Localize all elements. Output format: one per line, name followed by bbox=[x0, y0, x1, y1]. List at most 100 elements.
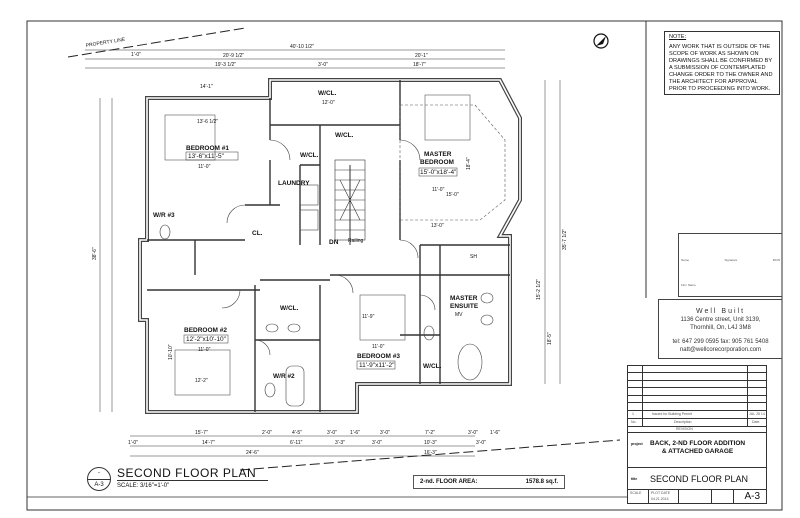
svg-text:PROPERTY LINE: PROPERTY LINE bbox=[85, 37, 126, 49]
plot-date-label: PLOT DATE bbox=[651, 491, 671, 495]
svg-text:11'-0": 11'-0" bbox=[198, 347, 211, 353]
svg-text:1'-6": 1'-6" bbox=[350, 430, 360, 436]
svg-text:DN: DN bbox=[329, 239, 339, 246]
room-labels: BEDROOM #1 13'-6"x11'-5" 11'-0" MASTER B… bbox=[153, 90, 479, 380]
svg-text:ENSUITE: ENSUITE bbox=[450, 303, 479, 310]
svg-text:W/CL.: W/CL. bbox=[280, 305, 299, 312]
svg-text:19'-3 1/2": 19'-3 1/2" bbox=[215, 62, 236, 68]
svg-text:11'-9": 11'-9" bbox=[362, 314, 375, 320]
project-line-2: & ATTACHED GARAGE bbox=[661, 448, 734, 455]
plan-scale: SCALE: 3/16"=1'-0" bbox=[117, 483, 170, 489]
plan-title: SECOND FLOOR PLAN bbox=[117, 466, 269, 481]
svg-text:3'-0": 3'-0" bbox=[327, 430, 337, 436]
svg-text:18'-7": 18'-7" bbox=[413, 62, 426, 68]
exterior-walls bbox=[138, 78, 522, 414]
svg-text:18'-4": 18'-4" bbox=[466, 157, 472, 170]
project-label: project bbox=[631, 442, 643, 446]
svg-text:18'-5": 18'-5" bbox=[547, 332, 553, 345]
north-arrow-icon bbox=[593, 33, 609, 49]
cert-signature-label: Signature bbox=[724, 258, 738, 262]
svg-text:11'-0": 11'-0" bbox=[372, 344, 385, 350]
svg-text:15'-0"x18'-4": 15'-0"x18'-4" bbox=[420, 169, 457, 176]
svg-text:11'-0": 11'-0" bbox=[198, 164, 211, 170]
svg-text:6'-11": 6'-11" bbox=[290, 440, 303, 446]
svg-text:3'-0": 3'-0" bbox=[380, 430, 390, 436]
svg-text:W/CL.: W/CL. bbox=[300, 152, 319, 159]
svg-text:35'-7 1/2": 35'-7 1/2" bbox=[562, 229, 568, 250]
svg-text:SH: SH bbox=[470, 254, 477, 260]
svg-text:12'-0": 12'-0" bbox=[322, 100, 335, 106]
staircase bbox=[334, 159, 366, 245]
sheet-number: A-3 bbox=[744, 491, 760, 502]
svg-text:W/CL.: W/CL. bbox=[423, 363, 442, 370]
svg-text:20'-1": 20'-1" bbox=[415, 53, 428, 59]
room-wr-2: W/R #2 bbox=[273, 373, 295, 380]
svg-text:1'-6": 1'-6" bbox=[490, 430, 500, 436]
svg-text:13'-6 1/2": 13'-6 1/2" bbox=[197, 119, 218, 125]
dimension-labels: 40'-10 1/2" 20'-9 1/2" 20'-1" 19'-3 1/2"… bbox=[92, 44, 568, 456]
svg-text:MV: MV bbox=[455, 312, 463, 318]
revision-date: JUL 25 14 bbox=[749, 412, 765, 416]
revision-label: REVISION bbox=[676, 427, 693, 431]
sheet-border bbox=[26, 20, 783, 511]
room-master-bedroom: MASTER bbox=[424, 151, 452, 158]
room-bedroom-3: BEDROOM #3 bbox=[357, 353, 400, 360]
firm-address-1: 1136 Centre street, Unit 3139, bbox=[680, 317, 761, 323]
title-block: 1 Issued for Building Permit JUL 25 14 N… bbox=[627, 365, 767, 504]
svg-text:11'-9"x11'-2": 11'-9"x11'-2" bbox=[359, 362, 395, 369]
floor-area-box: 2-nd. FLOOR AREA: 1578.8 sq.f. bbox=[413, 475, 565, 489]
svg-text:15'-2 1/2": 15'-2 1/2" bbox=[536, 279, 542, 300]
col-date: Date bbox=[752, 420, 760, 424]
room-master-ensuite: MASTER bbox=[450, 295, 478, 302]
svg-text:15'-7": 15'-7" bbox=[195, 430, 208, 436]
svg-text:24'-6": 24'-6" bbox=[246, 450, 259, 456]
note-heading: NOTE: bbox=[669, 34, 687, 40]
title-label: title bbox=[631, 477, 638, 481]
exterior-walls-inner bbox=[139, 79, 521, 413]
svg-text:13'-0": 13'-0" bbox=[431, 223, 444, 229]
svg-text:1'-0": 1'-0" bbox=[128, 440, 138, 446]
svg-text:3'-0": 3'-0" bbox=[468, 430, 478, 436]
project-line-1: BACK, 2-ND FLOOR ADDITION bbox=[650, 440, 746, 447]
svg-text:Railing: Railing bbox=[348, 238, 364, 244]
svg-text:40'-10 1/2": 40'-10 1/2" bbox=[290, 44, 314, 50]
room-bedroom-2: BEDROOM #2 bbox=[184, 327, 227, 334]
svg-text:3'-0": 3'-0" bbox=[476, 440, 486, 446]
svg-text:3'-3": 3'-3" bbox=[335, 440, 345, 446]
cert-bcin-label: BCIN bbox=[772, 258, 780, 262]
door-swings bbox=[221, 139, 436, 356]
certification-box: Name Signature BCIN Firm Name bbox=[678, 233, 782, 297]
room-laundry: LAUNDRY bbox=[278, 180, 310, 187]
svg-text:12'-2": 12'-2" bbox=[195, 378, 208, 384]
svg-text:20'-9 1/2": 20'-9 1/2" bbox=[223, 53, 244, 59]
svg-text:1'-0": 1'-0" bbox=[131, 52, 141, 58]
svg-text:14'-7": 14'-7" bbox=[202, 440, 215, 446]
firm-address-2: Thornhill, On, L4J 3M8 bbox=[690, 325, 751, 331]
svg-text:12'-2"x10'-10": 12'-2"x10'-10" bbox=[186, 336, 227, 343]
sheet-title: SECOND FLOOR PLAN bbox=[650, 474, 749, 484]
svg-text:7'-2": 7'-2" bbox=[425, 430, 435, 436]
room-wcl: W/CL. bbox=[318, 90, 337, 97]
floor-area-label: 2-nd. FLOOR AREA: bbox=[420, 479, 478, 485]
firm-phone: tel: 647 299 0595 fax: 905 761 5408 bbox=[672, 339, 769, 345]
room-bedroom-1: BEDROOM #1 bbox=[186, 145, 229, 152]
svg-text:BEDROOM: BEDROOM bbox=[420, 159, 454, 166]
plot-date: 04.21.2014 bbox=[651, 497, 669, 501]
room-closet: CL. bbox=[252, 230, 263, 237]
svg-text:10'-10": 10'-10" bbox=[168, 344, 174, 360]
svg-text:4'-5": 4'-5" bbox=[292, 430, 302, 436]
cert-firm-name-label: Firm Name bbox=[681, 283, 696, 287]
room-wr-3: W/R #3 bbox=[153, 212, 175, 219]
svg-text:3'-0": 3'-0" bbox=[372, 440, 382, 446]
interior-walls bbox=[147, 80, 510, 412]
col-description: Description bbox=[674, 420, 692, 424]
svg-text:10'-3": 10'-3" bbox=[424, 440, 437, 446]
plumbing-fixtures bbox=[159, 184, 494, 407]
firm-info: Well Built 1136 Centre street, Unit 3139… bbox=[658, 299, 782, 359]
svg-text:2'-0": 2'-0" bbox=[262, 430, 272, 436]
svg-text:13'-6"x11'-5": 13'-6"x11'-5" bbox=[188, 153, 225, 160]
project-name: BACK, 2-ND FLOOR ADDITION & ATTACHED GAR… bbox=[650, 440, 745, 456]
scale-label: SCALE bbox=[630, 491, 642, 495]
svg-text:38'-6": 38'-6" bbox=[92, 247, 98, 260]
bubble-sheet: A-3 bbox=[94, 482, 104, 488]
